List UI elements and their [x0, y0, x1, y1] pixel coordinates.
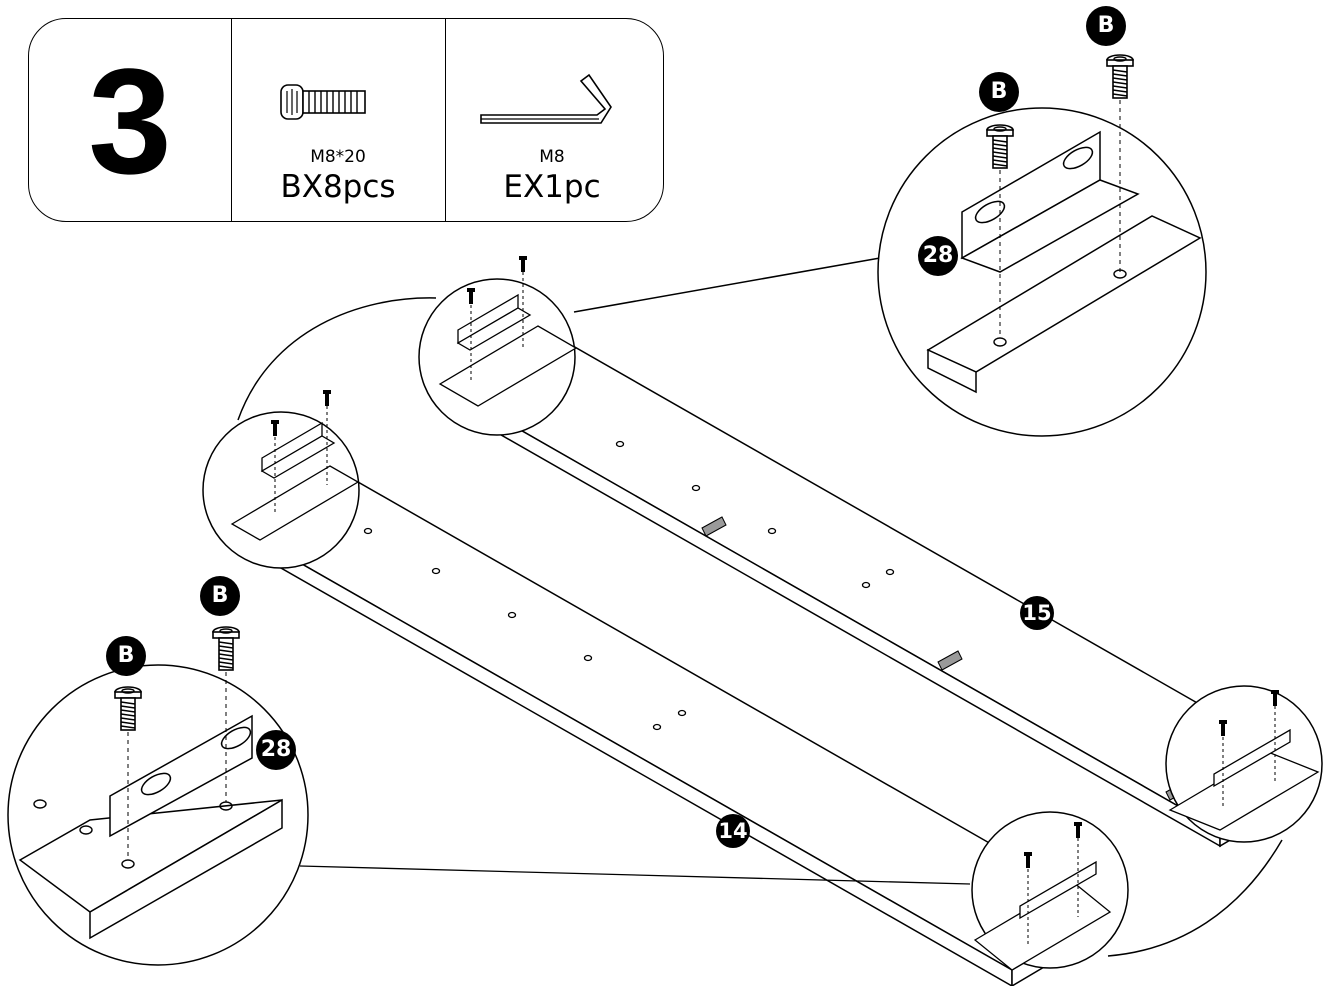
parts-header: 3 M8*20 BX8pcs M8 EX1pc	[28, 18, 664, 222]
leader-lines	[299, 865, 971, 885]
bracket-label-badge: 28	[256, 730, 296, 770]
panel-label-14: 14	[716, 814, 750, 848]
callout-small-1	[418, 256, 578, 436]
callout-large-top	[877, 54, 1207, 437]
bolt-label-badge: B	[1086, 6, 1126, 46]
part-code-bolt: M8*20	[310, 147, 366, 167]
bracket-label-badge: 28	[918, 236, 958, 276]
group-outline	[237, 257, 1283, 957]
header-divider	[231, 19, 232, 221]
part-code-key: M8	[539, 147, 565, 167]
panel-14-holes	[363, 527, 687, 731]
part-qty-key: EX1pc	[503, 169, 601, 205]
allen-key-icon	[480, 73, 612, 124]
callout-small-4	[971, 811, 1129, 971]
panel-label-15: 15	[1020, 596, 1054, 630]
bolt-label-badge: B	[200, 576, 240, 616]
bolt-label-badge: B	[979, 72, 1019, 112]
step-number: 3	[88, 37, 172, 205]
callout-large-bottom	[7, 626, 309, 966]
callout-small-3	[1165, 685, 1323, 843]
bolt-icon	[280, 84, 366, 120]
callout-small-2	[202, 390, 360, 569]
header-divider	[445, 19, 446, 221]
bolt-label-badge: B	[106, 636, 146, 676]
part-qty-bolt: BX8pcs	[280, 169, 396, 205]
